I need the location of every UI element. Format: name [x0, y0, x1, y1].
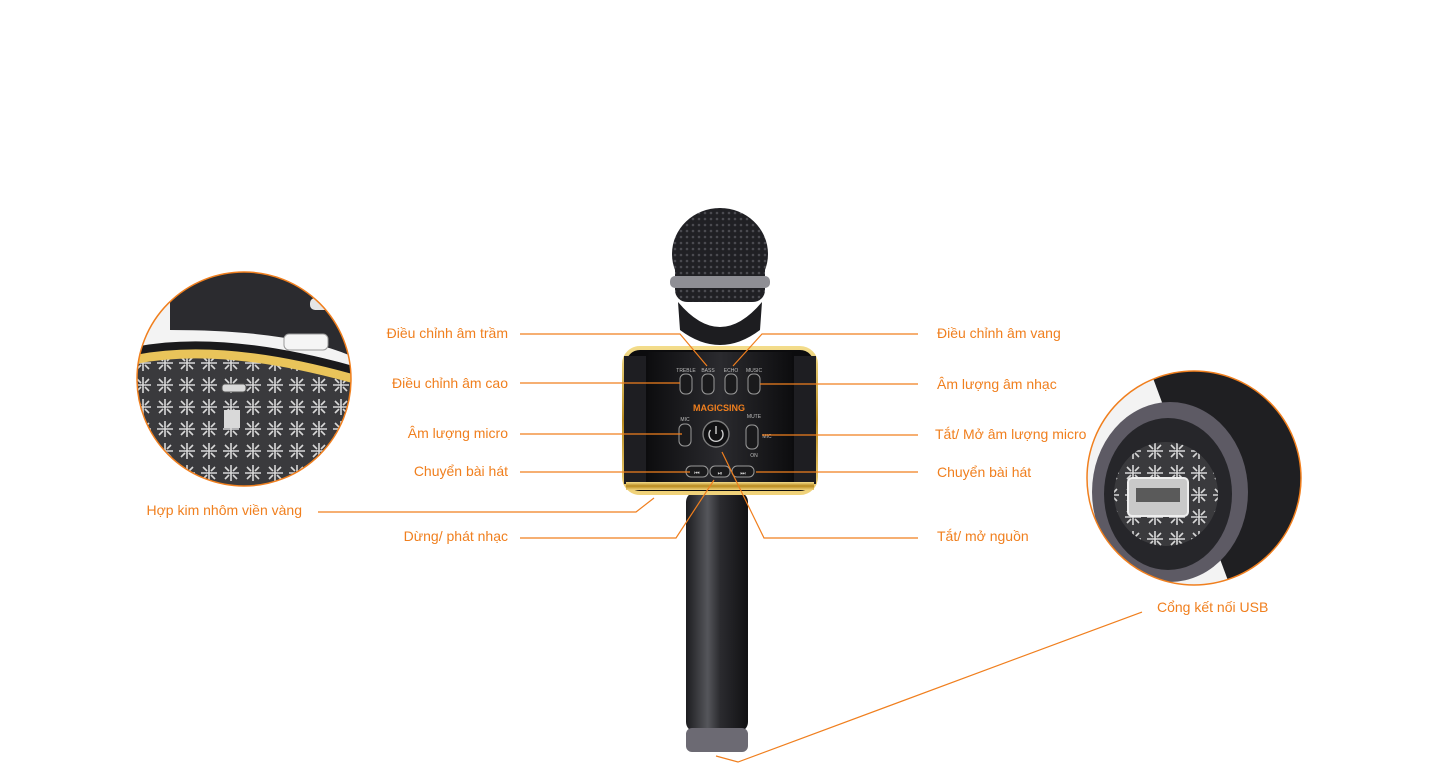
callout-lines	[318, 333, 1143, 763]
echo-text: ECHO	[724, 368, 739, 374]
top-buttons: TREBLE BASS ECHO MUSIC	[676, 368, 763, 395]
music-button[interactable]	[747, 373, 761, 395]
prev-track-icon: ⏮	[694, 471, 700, 477]
bass-button[interactable]	[701, 373, 715, 395]
play-pause-button[interactable]	[709, 465, 731, 478]
power-label: Tắt/ mở nguồn	[937, 528, 1029, 544]
bass-text: BASS	[701, 368, 715, 374]
bass-label: Điều chỉnh âm trầm	[386, 325, 508, 341]
brand-logo: MAGICSING	[693, 403, 745, 413]
track-left-label: Chuyển bài hát	[413, 463, 508, 479]
usb-port-zoom-circle	[1086, 370, 1302, 586]
mic-neck	[678, 302, 762, 345]
treble-label: Điều chỉnh âm cao	[392, 375, 508, 391]
track-right-label: Chuyển bài hát	[937, 464, 1032, 480]
mic-volume-label: Âm lượng micro	[407, 425, 508, 441]
mic-handle-cap	[686, 728, 748, 752]
alloy-label: Hợp kim nhôm viền vàng	[146, 502, 302, 518]
mic-handle	[686, 492, 748, 732]
music-text: MUSIC	[746, 368, 763, 374]
micro-usb-port	[221, 383, 247, 393]
play-pause-icon: ⏯	[718, 471, 723, 477]
gold-trim-zoom-circle	[136, 271, 352, 487]
usb-label: Cổng kết nối USB	[1157, 599, 1269, 615]
mic-text: MIC	[680, 417, 690, 423]
mute-switch[interactable]	[745, 424, 759, 450]
microphone: TREBLE BASS ECHO MUSIC MAGICSING MIC MUT…	[622, 208, 818, 752]
mic-grille-ring	[670, 276, 770, 288]
next-track-icon: ⏭	[740, 471, 746, 477]
mute-label: Tắt/ Mở âm lượng micro	[935, 426, 1087, 442]
treble-button[interactable]	[679, 373, 693, 395]
play-pause-label: Dừng/ phát nhạc	[403, 528, 508, 544]
echo-button[interactable]	[724, 373, 738, 395]
mute-text: MUTE	[747, 414, 762, 420]
mic-volume-button[interactable]	[678, 423, 692, 447]
music-volume-label: Âm lượng âm nhạc	[937, 376, 1057, 392]
mute-mic-text: MIC	[762, 434, 772, 440]
mic-grille-lower	[675, 240, 765, 302]
treble-text: TREBLE	[676, 368, 696, 374]
echo-label: Điều chỉnh âm vang	[937, 325, 1061, 341]
mute-on-text: ON	[750, 453, 758, 459]
